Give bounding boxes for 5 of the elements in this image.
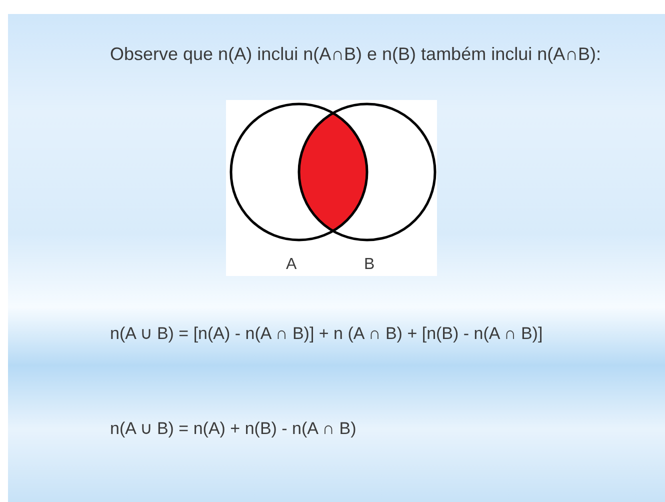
set-label: A [286, 256, 297, 274]
intro-text: Observe que n(A) inclui n(A∩B) e n(B) também inclui n(A∩B): [109, 43, 602, 66]
formula-text: n(A ∪ B) = n(A) + n(B) - n(A ∩ B) [110, 418, 356, 439]
formula-text: n(A ∪ B) = [n(A) - n(A ∩ B)] + n (A ∩ B) + [n(B) - n(A ∩ B)] [110, 323, 543, 344]
set-label: B [364, 256, 375, 274]
